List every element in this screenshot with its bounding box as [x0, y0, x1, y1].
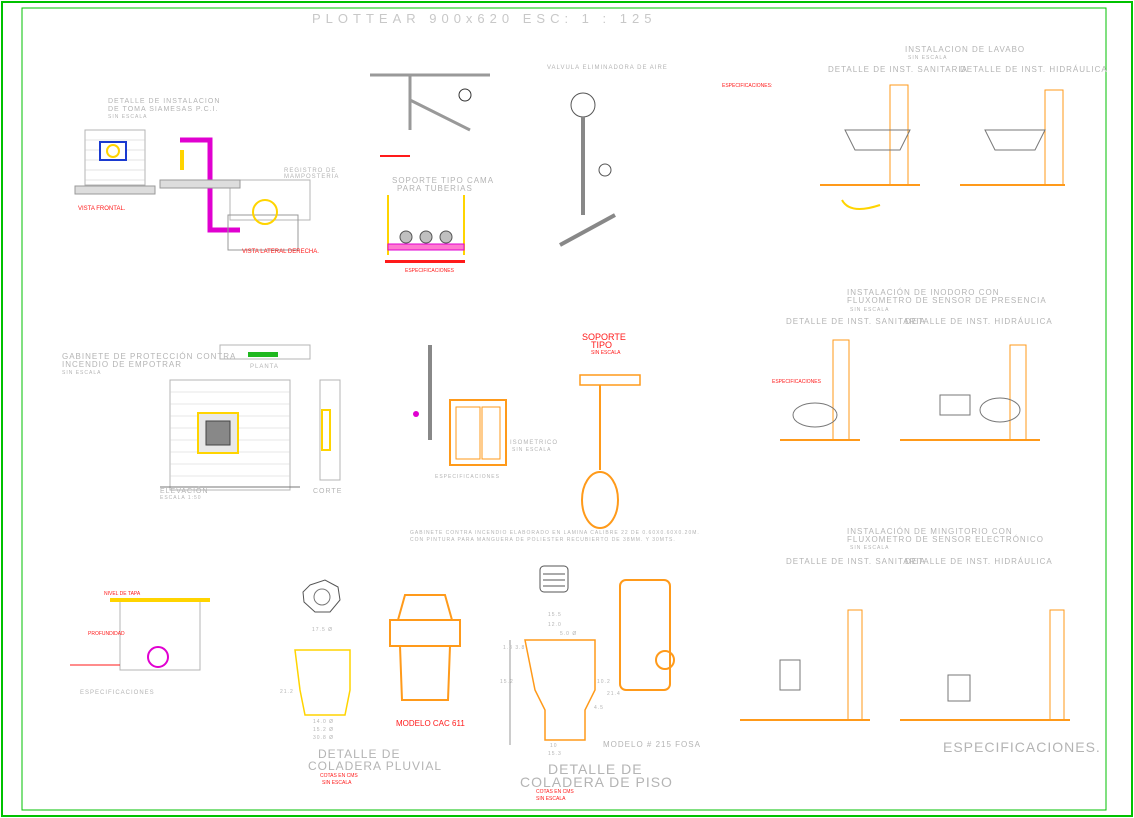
piso-dim-9: 10 [550, 743, 558, 749]
inodoro-drawing [780, 339, 1040, 441]
lavabo-title: INSTALACION DE LAVABO [905, 45, 1026, 54]
soporte-cama-drawing [385, 195, 465, 263]
soporte-tipo-title-2: TIPO [591, 340, 613, 350]
piso-dim-1: 15.5 [548, 612, 562, 618]
inodoro-scale: SIN ESCALA [850, 307, 890, 313]
mingitorio-title-2: FLUXOMETRO DE SENSOR ELECTRÓNICO [847, 535, 1044, 544]
pluvial-dim-3: 14.0 Ø [313, 719, 335, 725]
gabinete-isometrico-scale: SIN ESCALA [512, 447, 552, 453]
piso-dim-4: 1.8 3.8 [503, 645, 526, 651]
piso-dim-6: 21.4 [607, 691, 621, 697]
lavabo-drawing [820, 84, 1065, 210]
piso-dim-3: 5.0 Ø [560, 631, 578, 637]
gabinete-isometric-drawing [413, 345, 507, 466]
inodoro-sub-hidraulica: DETALLE DE INST. HIDRÁULICA [905, 317, 1053, 326]
pluvial-dim-2: 21.2 [280, 689, 294, 695]
mingitorio-drawing [740, 609, 1070, 721]
pluvial-modelo: MODELO CAC 611 [396, 719, 465, 728]
inner-border [21, 7, 1107, 811]
toma-title-line1: DETALLE DE INSTALACION [108, 98, 221, 105]
gabinete-elevacion-scale: ESCALA 1:50 [160, 495, 202, 501]
mingitorio-scale: SIN ESCALA [850, 545, 890, 551]
registro-spec: ESPECIFICACIONES [80, 690, 155, 696]
gabinete-title-1: GABINETE DE PROTECCIÓN CONTRA [62, 352, 237, 361]
coladera-piso-drawing [509, 565, 675, 745]
piso-dim-10: 15.3 [548, 751, 562, 757]
inodoro-sub-sanitaria: DETALLE DE INST. SANITARIA [786, 317, 926, 326]
toma-registro-1: REGISTRO DE [284, 168, 337, 174]
piso-dim-2: 12.0 [548, 622, 562, 628]
soporte-cama-title-2: PARA TUBERIAS [397, 184, 473, 193]
toma-registro-2: MAMPOSTERIA [284, 174, 340, 180]
soporte-tipo-drawing [579, 374, 641, 529]
piso-modelo: MODELO # 215 FOSA [603, 740, 701, 749]
piso-dim-8: 4.5 [594, 705, 604, 711]
piso-dim-7: 15.2 [500, 679, 514, 685]
toma-scale: SIN ESCALA [108, 114, 148, 120]
registro-profundidad: PROFUNDIDAD [88, 631, 125, 637]
piso-scale: SIN ESCALA [536, 796, 566, 802]
inodoro-title-2: FLUXOMETRO DE SENSOR DE PRESENCIA [847, 296, 1047, 305]
piso-title-2: COLADERA DE PISO [520, 774, 673, 790]
lavabo-sub-sanitaria: DETALLE DE INST. SANITARIA [828, 65, 968, 74]
pluvial-title-1: DETALLE DE [318, 747, 401, 761]
sheet-title: PLOTTEAR 900x620 ESC: 1 : 125 [312, 11, 657, 26]
gabinete-spec: ESPECIFICACIONES [435, 474, 500, 480]
pluvial-scale: SIN ESCALA [322, 780, 352, 786]
gabinete-note-2: CON PINTURA PARA MANGUERA DE POLIESTER R… [410, 537, 676, 543]
pluvial-dim-4: 15.2 Ø [313, 727, 335, 733]
toma-label-side: VISTA LATERAL DERECHA. [242, 249, 319, 255]
gabinete-scale: SIN ESCALA [62, 370, 102, 376]
piso-cotas: COTAS EN CMS [536, 789, 574, 795]
inodoro-title-1: INSTALACIÓN DE INODORO CON [847, 288, 1000, 297]
pluvial-cotas: COTAS EN CMS [320, 773, 358, 779]
lavabo-scale: SIN ESCALA [908, 55, 948, 61]
valvula-title: VALVULA ELIMINADORA DE AIRE [547, 65, 668, 71]
lavabo-spec: ESPECIFICACIONES: [722, 83, 773, 89]
gabinete-note-1: GABINETE CONTRA INCENDIO ELABORADO EN LA… [410, 530, 700, 536]
toma-siamesa-drawing [74, 129, 311, 251]
mingitorio-title-1: INSTALACIÓN DE MINGITORIO CON [847, 527, 1013, 536]
gabinete-planta: PLANTA [250, 364, 279, 370]
toma-label-front: VISTA FRONTAL. [78, 206, 126, 212]
registro-nivel-tapa: NIVEL DE TAPA [104, 591, 141, 597]
piso-title-1: DETALLE DE [548, 761, 643, 777]
registro-drawing [70, 598, 210, 671]
mingitorio-sub-sanitaria: DETALLE DE INST. SANITARIA [786, 557, 926, 566]
inodoro-spec: ESPECIFICACIONES [772, 379, 821, 385]
lavabo-sub-hidraulica: DETALLE DE INST. HIDRÁULICA [960, 65, 1108, 74]
mingitorio-sub-hidraulica: DETALLE DE INST. HIDRÁULICA [905, 557, 1053, 566]
gabinete-title-2: INCENDIO DE EMPOTRAR [62, 360, 183, 369]
piso-dim-5: 10.2 [597, 679, 611, 685]
gabinete-isometrico: ISOMETRICO [510, 440, 559, 446]
soporte-tipo-scale: SIN ESCALA [591, 350, 621, 356]
gabinete-corte: CORTE [313, 488, 343, 495]
pipe-isometric-drawing [370, 73, 490, 157]
pluvial-dim-5: 30.8 Ø [313, 735, 335, 741]
coladera-pluvial-drawing [294, 579, 461, 716]
valvula-drawing [559, 92, 616, 247]
pluvial-dim-1: 17.5 Ø [312, 627, 334, 633]
pluvial-title-2: COLADERA PLUVIAL [308, 759, 443, 773]
gabinete-drawing [160, 344, 341, 491]
soporte-cama-spec: ESPECIFICACIONES [405, 268, 454, 274]
mingitorio-spec: ESPECIFICACIONES. [943, 739, 1101, 755]
soporte-cama-title-1: SOPORTE TIPO CAMA [392, 176, 495, 185]
soporte-tipo-title-1: SOPORTE [582, 332, 626, 342]
gabinete-elevacion: ELEVACIÓN [160, 488, 209, 495]
toma-title-line2: DE TOMA SIAMESAS P.C.I. [108, 106, 219, 113]
